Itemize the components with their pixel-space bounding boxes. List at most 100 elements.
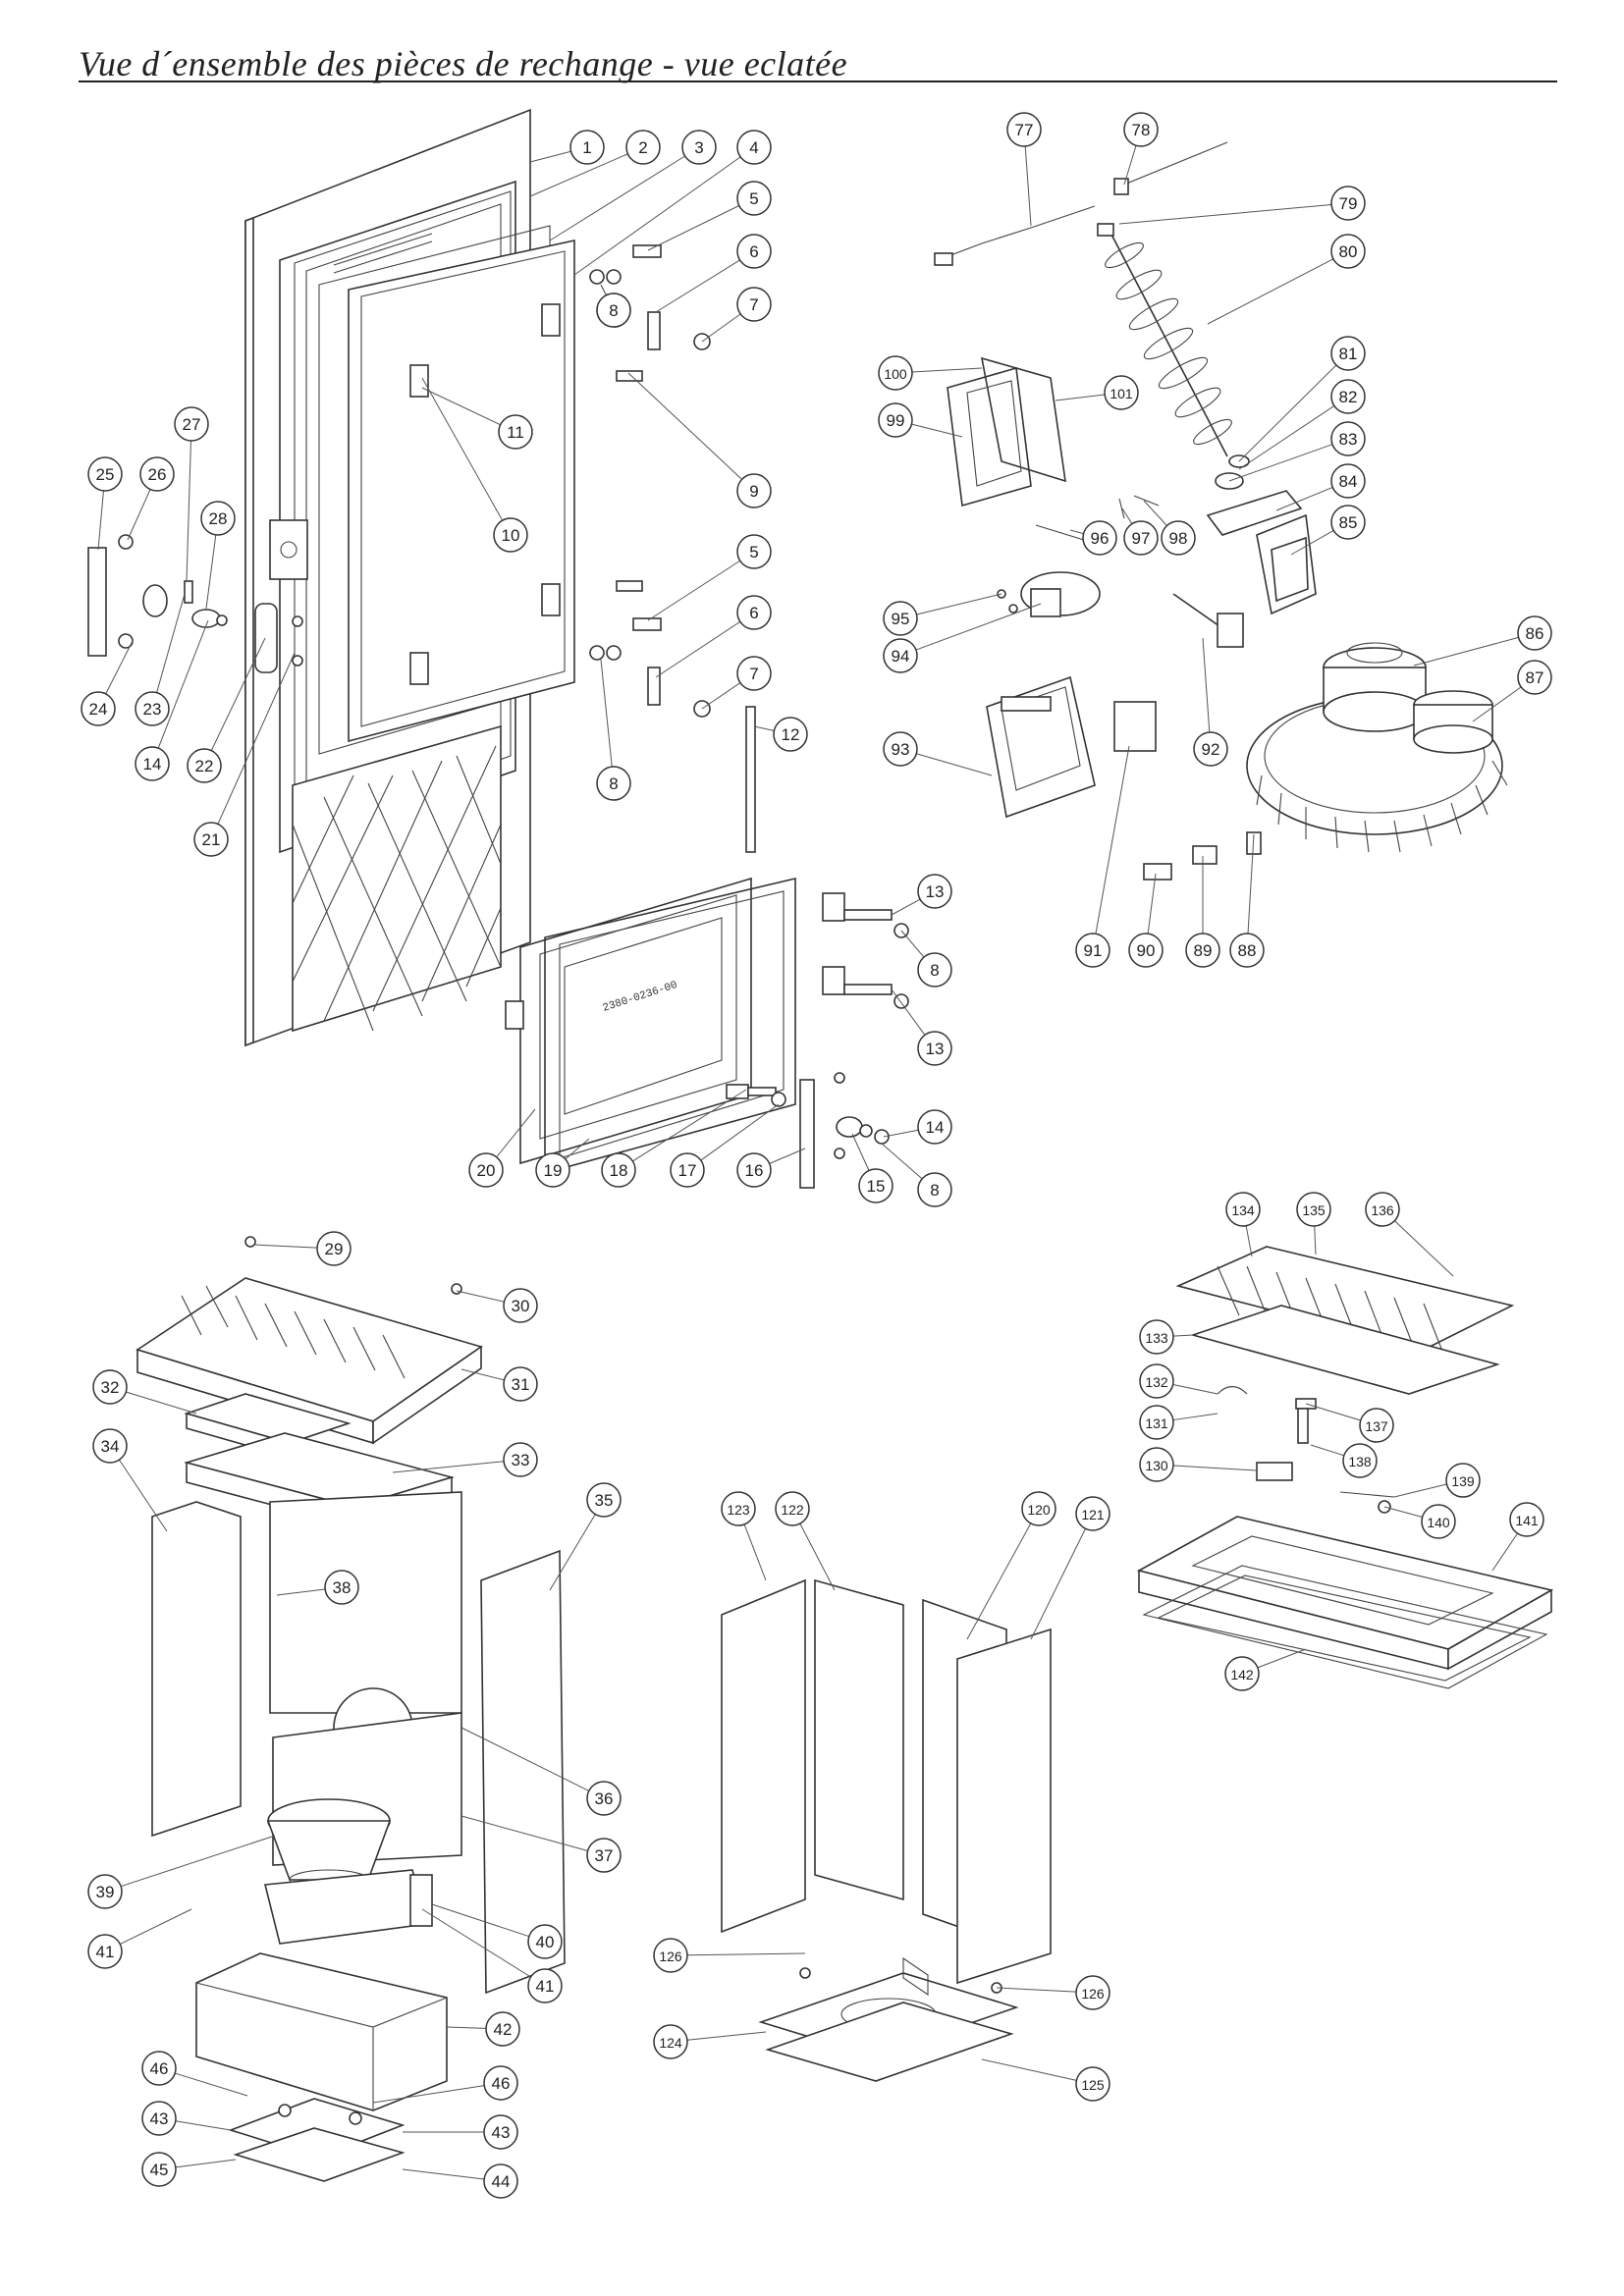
- leader-line: [1143, 500, 1167, 526]
- callout-93: 93: [883, 731, 993, 776]
- leader-line: [1095, 745, 1130, 934]
- callout-label: 87: [1526, 668, 1544, 687]
- callout-138: 138: [1310, 1443, 1378, 1478]
- leader-line: [1394, 1220, 1454, 1277]
- callout-135: 135: [1296, 1192, 1331, 1255]
- callout-circle: [527, 1924, 563, 1959]
- callout-label: 18: [610, 1161, 628, 1180]
- callout-98: 98: [1143, 500, 1196, 556]
- callout-34: 34: [92, 1428, 168, 1532]
- leader-line: [421, 377, 504, 521]
- callout-8: 8: [881, 1143, 952, 1207]
- callout-label: 9: [749, 482, 758, 501]
- callout-circle: [483, 2163, 518, 2199]
- callout-14: 14: [135, 619, 209, 781]
- callout-124: 124: [653, 2024, 767, 2059]
- callout-44: 44: [402, 2163, 518, 2199]
- callout-circle: [1330, 336, 1366, 371]
- callout-circle: [527, 1968, 563, 2003]
- callout-circle: [883, 638, 918, 673]
- callout-circle: [1359, 1408, 1394, 1443]
- callout-label: 137: [1365, 1418, 1388, 1434]
- leader-line: [916, 753, 993, 776]
- leader-line: [881, 1143, 923, 1180]
- combustion-chamber-assembly: [135, 1236, 566, 2182]
- callout-circle: [1128, 933, 1164, 968]
- callout-label: 41: [96, 1943, 115, 1961]
- callout-circle: [858, 1168, 893, 1203]
- callout-label: 78: [1132, 121, 1151, 139]
- leader-line: [217, 652, 296, 825]
- callout-circle: [141, 2101, 177, 2136]
- callout-circle: [141, 2051, 177, 2086]
- callout-circle: [1161, 520, 1196, 556]
- callout-label: 92: [1202, 740, 1220, 759]
- callout-circle: [1330, 505, 1366, 540]
- callout-circle: [1082, 520, 1117, 556]
- callout-89: 89: [1185, 856, 1220, 968]
- callout-141: 141: [1491, 1502, 1544, 1572]
- callout-label: 100: [884, 366, 907, 382]
- leader-line: [496, 1108, 536, 1158]
- callout-label: 98: [1169, 529, 1188, 548]
- callout-123: 123: [721, 1491, 767, 1581]
- callout-5: 5: [647, 181, 772, 251]
- callout-25: 25: [87, 456, 123, 551]
- callout-label: 130: [1145, 1458, 1168, 1473]
- callout-45: 45: [141, 2152, 237, 2187]
- callout-label: 23: [143, 700, 162, 719]
- callout-label: 123: [727, 1502, 750, 1518]
- callout-circle: [87, 456, 123, 492]
- callout-circle: [653, 1938, 688, 1973]
- callout-circle: [625, 130, 661, 165]
- callout-20: 20: [468, 1108, 536, 1188]
- callout-circle: [1075, 1975, 1110, 2010]
- callout-label: 140: [1427, 1515, 1450, 1530]
- callout-label: 126: [1081, 1986, 1105, 2002]
- callout-125: 125: [981, 2058, 1110, 2102]
- callout-40: 40: [431, 1903, 563, 1959]
- leader-line: [655, 620, 741, 678]
- callout-label: 8: [609, 301, 618, 320]
- callout-label: 30: [512, 1297, 530, 1315]
- callout-circle: [917, 1109, 952, 1145]
- callout-circle: [1229, 933, 1265, 968]
- leader-line: [627, 372, 742, 480]
- callout-label: 3: [694, 138, 703, 157]
- callout-label: 42: [494, 2020, 513, 2039]
- leader-line: [573, 156, 741, 276]
- callout-32: 32: [92, 1369, 197, 1415]
- callout-label: 34: [101, 1437, 120, 1456]
- leader-line: [252, 1244, 318, 1249]
- callout-label: 38: [333, 1578, 352, 1597]
- callout-label: 33: [512, 1451, 530, 1469]
- leader-line: [1305, 1403, 1361, 1421]
- callout-label: 2: [638, 138, 647, 157]
- callout-circle: [139, 456, 175, 492]
- callout-circle: [596, 766, 631, 801]
- callout-circle: [736, 595, 772, 630]
- callout-circle: [596, 293, 631, 328]
- callout-circle: [1225, 1192, 1261, 1227]
- callout-46: 46: [141, 2051, 248, 2097]
- callout-16: 16: [736, 1148, 806, 1188]
- leader-line: [276, 1588, 326, 1596]
- callout-133: 133: [1139, 1319, 1194, 1355]
- callout-label: 132: [1145, 1374, 1168, 1390]
- callout-85: 85: [1290, 505, 1366, 556]
- callout-26: 26: [127, 456, 175, 541]
- callout-circle: [87, 1874, 123, 1909]
- callout-label: 97: [1132, 529, 1151, 548]
- leader-line: [1245, 1225, 1253, 1257]
- callout-label: 1: [582, 138, 591, 157]
- leader-line: [911, 367, 983, 373]
- callout-8: 8: [596, 284, 631, 328]
- callout-circle: [1330, 421, 1366, 456]
- callout-12: 12: [753, 717, 808, 752]
- callout-13: 13: [891, 988, 952, 1066]
- callout-100: 100: [878, 355, 983, 391]
- leader-line: [1147, 873, 1157, 934]
- callout-label: 96: [1091, 529, 1110, 548]
- callout-circle: [493, 517, 528, 553]
- callout-84: 84: [1275, 463, 1366, 511]
